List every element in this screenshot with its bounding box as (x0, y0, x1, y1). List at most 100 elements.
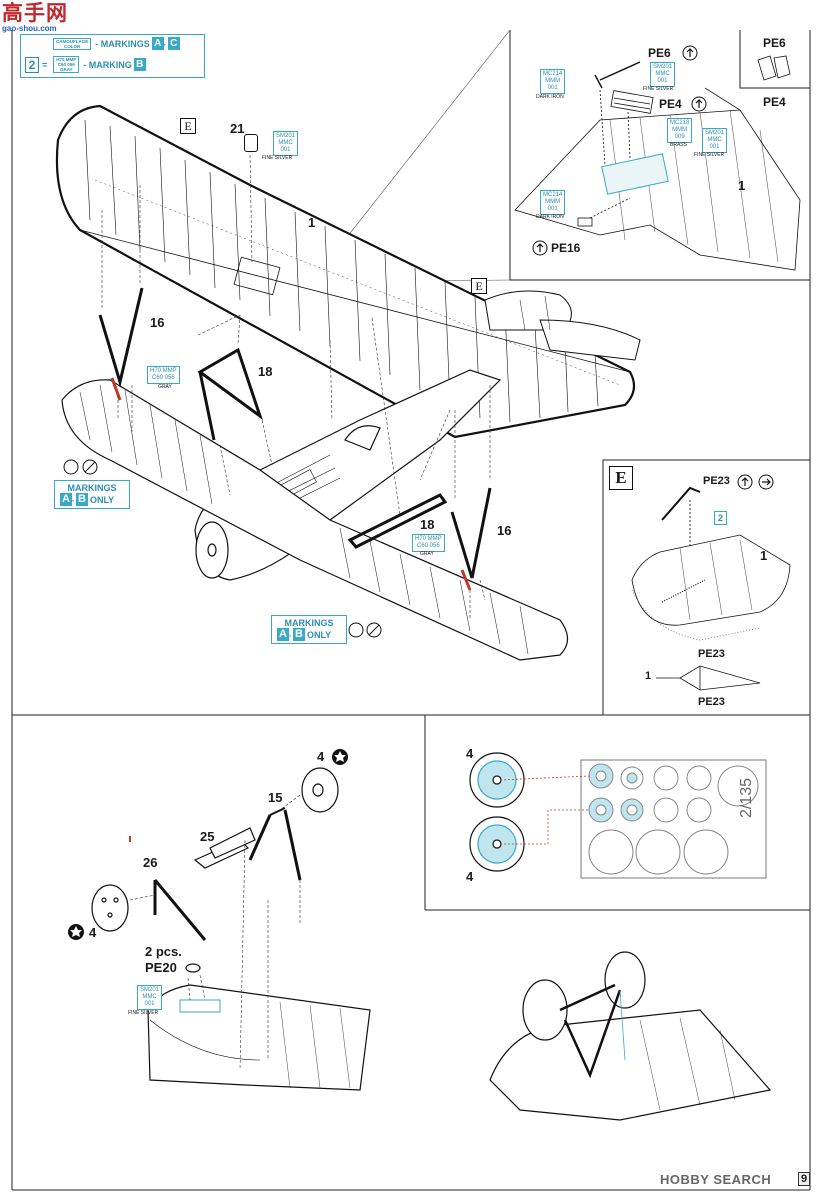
strut-16-right (450, 487, 492, 579)
pe6-box-label: PE6 (763, 36, 786, 50)
decal-number: 2 (714, 511, 727, 525)
part-4-wheel-left: 4 (89, 925, 97, 940)
detail-E-frame (602, 459, 811, 716)
part-1: 1 (308, 215, 316, 230)
mask-sheet-scale: 2/135 (738, 777, 755, 818)
marking-letter: B (133, 58, 146, 71)
part-26: 26 (143, 855, 158, 870)
watermark-title: 高手网 (2, 1, 68, 25)
question-icon (348, 622, 364, 638)
no-paint-icon (366, 622, 382, 638)
part-4-mask-top: 4 (466, 746, 474, 761)
paint-sm201-b-caption: FINE SILVER (643, 86, 674, 92)
site-watermark: 高手网 gao-shou.com (2, 2, 78, 36)
detail-E-drawing (631, 486, 791, 691)
page-number: 9 (798, 1172, 811, 1186)
markings-right-title: MARKINGS (284, 618, 334, 628)
question-icon (63, 459, 79, 475)
marking-letter: B (292, 628, 305, 641)
part-16-left: 16 (150, 315, 165, 330)
part-1-pe23: 1 (645, 670, 652, 682)
paint-sm201-c-caption: FINE SILVER (694, 152, 725, 158)
wheel-mask-wheels (469, 752, 525, 872)
paint-sm201-a-caption: FINE SILVER (262, 155, 293, 161)
bend-arrow-glyphs (536, 48, 771, 486)
lower-wing (61, 379, 569, 661)
part-18-right: 18 (420, 517, 435, 532)
strut-16-left (98, 287, 144, 388)
strut-16-left-red (110, 377, 122, 401)
part-4-wheel-top: 4 (317, 749, 325, 764)
markings-right-suffix: ONLY (306, 629, 332, 640)
paint-mc214-b-caption: DARK IRON (536, 214, 564, 220)
landing-gear-assembly (91, 767, 371, 1091)
watermark-url: gao-shou.com (2, 24, 57, 33)
part-21: 21 (230, 121, 245, 136)
markings-right-box: MARKINGS A,B ONLY (271, 615, 347, 644)
marking-letter: A (151, 37, 164, 50)
paint-h70-left-caption: GRAY (158, 384, 172, 390)
paint-mc214-a-caption: DARK IRON (536, 94, 564, 100)
star-shape (70, 751, 346, 937)
pe16-label: PE16 (551, 241, 581, 255)
pe6-label: PE6 (648, 46, 671, 60)
paint-sm201-d-caption: FINE SILVER (128, 1010, 159, 1016)
marking-letter: C (167, 37, 180, 50)
legend-row2-text: - MARKING (83, 59, 132, 70)
detail-E-tag: E (609, 466, 633, 490)
strut-18-left (197, 347, 263, 441)
pe23-top-label: PE23 (703, 475, 730, 487)
pe-box-frame (739, 30, 810, 89)
legend-equals: = (42, 59, 48, 70)
marking-letter: B (75, 493, 88, 506)
markings-left-title: MARKINGS (67, 483, 117, 493)
tail-surfaces (484, 290, 641, 361)
pe-box-pointer (704, 87, 741, 111)
legend-color-number: 2 (25, 56, 39, 73)
part-1-inset: 1 (738, 178, 746, 193)
marking-letter: A (277, 628, 289, 641)
part-18-left: 18 (258, 364, 273, 379)
hobby-search-logo: HOBBY SEARCH (660, 1172, 772, 1187)
assembly-guides (101, 154, 491, 620)
gear-guides (129, 794, 301, 1071)
pe20-quantity: 2 pcs. (145, 944, 182, 959)
part-15: 15 (268, 790, 283, 805)
inset-wing-section (514, 61, 801, 271)
part-21-shape (244, 134, 258, 152)
pe23-bottom-label: PE23 (698, 696, 725, 708)
markings-left-suffix: ONLY (89, 494, 115, 505)
mask-circles (588, 763, 759, 875)
no-paint-icon (82, 459, 98, 475)
legend-row1-text: - MARKINGS (95, 38, 150, 49)
pe-box-parts (757, 55, 791, 81)
strut-18-right (347, 493, 448, 549)
part-1-detail-E: 1 (760, 548, 768, 563)
detail-E-callout-right: E (471, 278, 487, 294)
inset-lead-1 (324, 29, 511, 266)
upper-wing (55, 104, 636, 439)
strut-16-right-red (460, 569, 472, 591)
paint-mc218-caption: BRASS (670, 142, 687, 148)
marking-letter: A (60, 493, 72, 506)
detail-E-callout-left: E (180, 118, 196, 134)
pe23-mid-label: PE23 (698, 648, 725, 660)
mask-leaders (499, 775, 591, 845)
pe20-label: PE20 (145, 960, 177, 975)
markings-left-box: MARKINGS A,B ONLY (54, 480, 130, 509)
